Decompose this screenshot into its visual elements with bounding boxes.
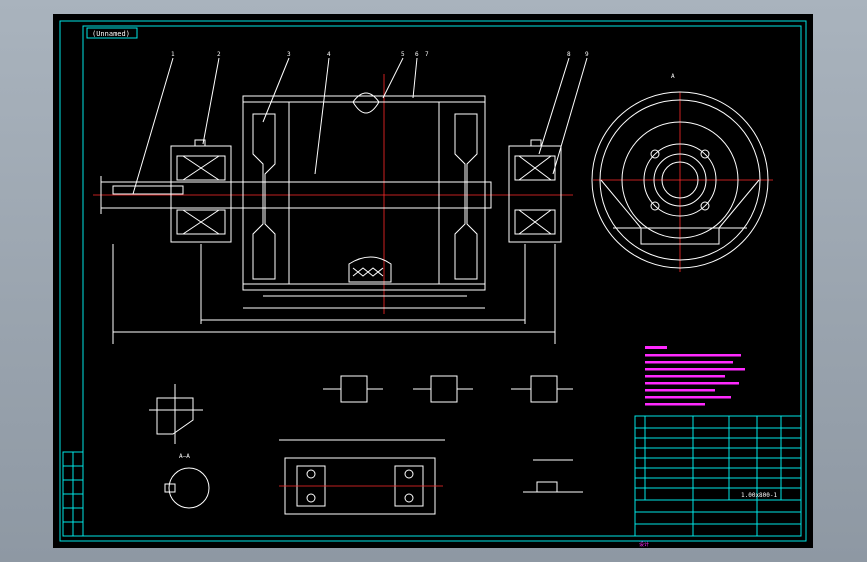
- right-bearing-housing: [508, 139, 562, 243]
- part-label-1: 1: [171, 51, 175, 58]
- cad-viewport[interactable]: (Unnamed): [53, 14, 813, 548]
- sheet-inner-border: [82, 25, 802, 537]
- weld-detail[interactable]: [523, 459, 583, 493]
- lagging-top: [352, 92, 380, 114]
- cad-drawing: (Unnamed): [59, 20, 807, 548]
- lagging-details[interactable]: [323, 375, 573, 403]
- right-hub: [454, 113, 478, 280]
- drawing-number: 1.00x800-1: [741, 492, 778, 499]
- part-label-7: 7: [425, 51, 429, 58]
- end-view[interactable]: A: [591, 73, 773, 272]
- keyway: [112, 185, 184, 195]
- left-bearing-housing: [170, 139, 232, 243]
- title-bottom-left: 设计: [639, 541, 649, 548]
- drum-shell: [242, 101, 486, 285]
- part-label-2: 2: [217, 51, 221, 58]
- tag-label: (Unnamed): [92, 30, 130, 38]
- part-label-3: 3: [287, 51, 291, 58]
- part-label-9: 9: [585, 51, 589, 58]
- shaft-section-detail[interactable]: A—A: [164, 453, 210, 509]
- sheet-border: [59, 20, 807, 542]
- section-label: A—A: [179, 453, 190, 460]
- technical-notes: [645, 346, 745, 406]
- part-label-5: 5: [401, 51, 405, 58]
- left-hub: [252, 113, 276, 280]
- part-label-8: 8: [567, 51, 571, 58]
- small-section-detail[interactable]: [149, 384, 203, 444]
- view-label: A: [671, 73, 675, 80]
- title-block[interactable]: 1.00x800-1 设计: [634, 415, 802, 548]
- part-label-6: 6: [415, 51, 419, 58]
- part-label-4: 4: [327, 51, 331, 58]
- lagging-bottom: [348, 256, 392, 283]
- main-section-view[interactable]: 1 2 3 4 5 6 7 8 9: [93, 51, 589, 344]
- left-margin-table: [62, 451, 84, 537]
- tag-box[interactable]: (Unnamed): [86, 27, 138, 39]
- bearing-base-plan[interactable]: [279, 439, 445, 515]
